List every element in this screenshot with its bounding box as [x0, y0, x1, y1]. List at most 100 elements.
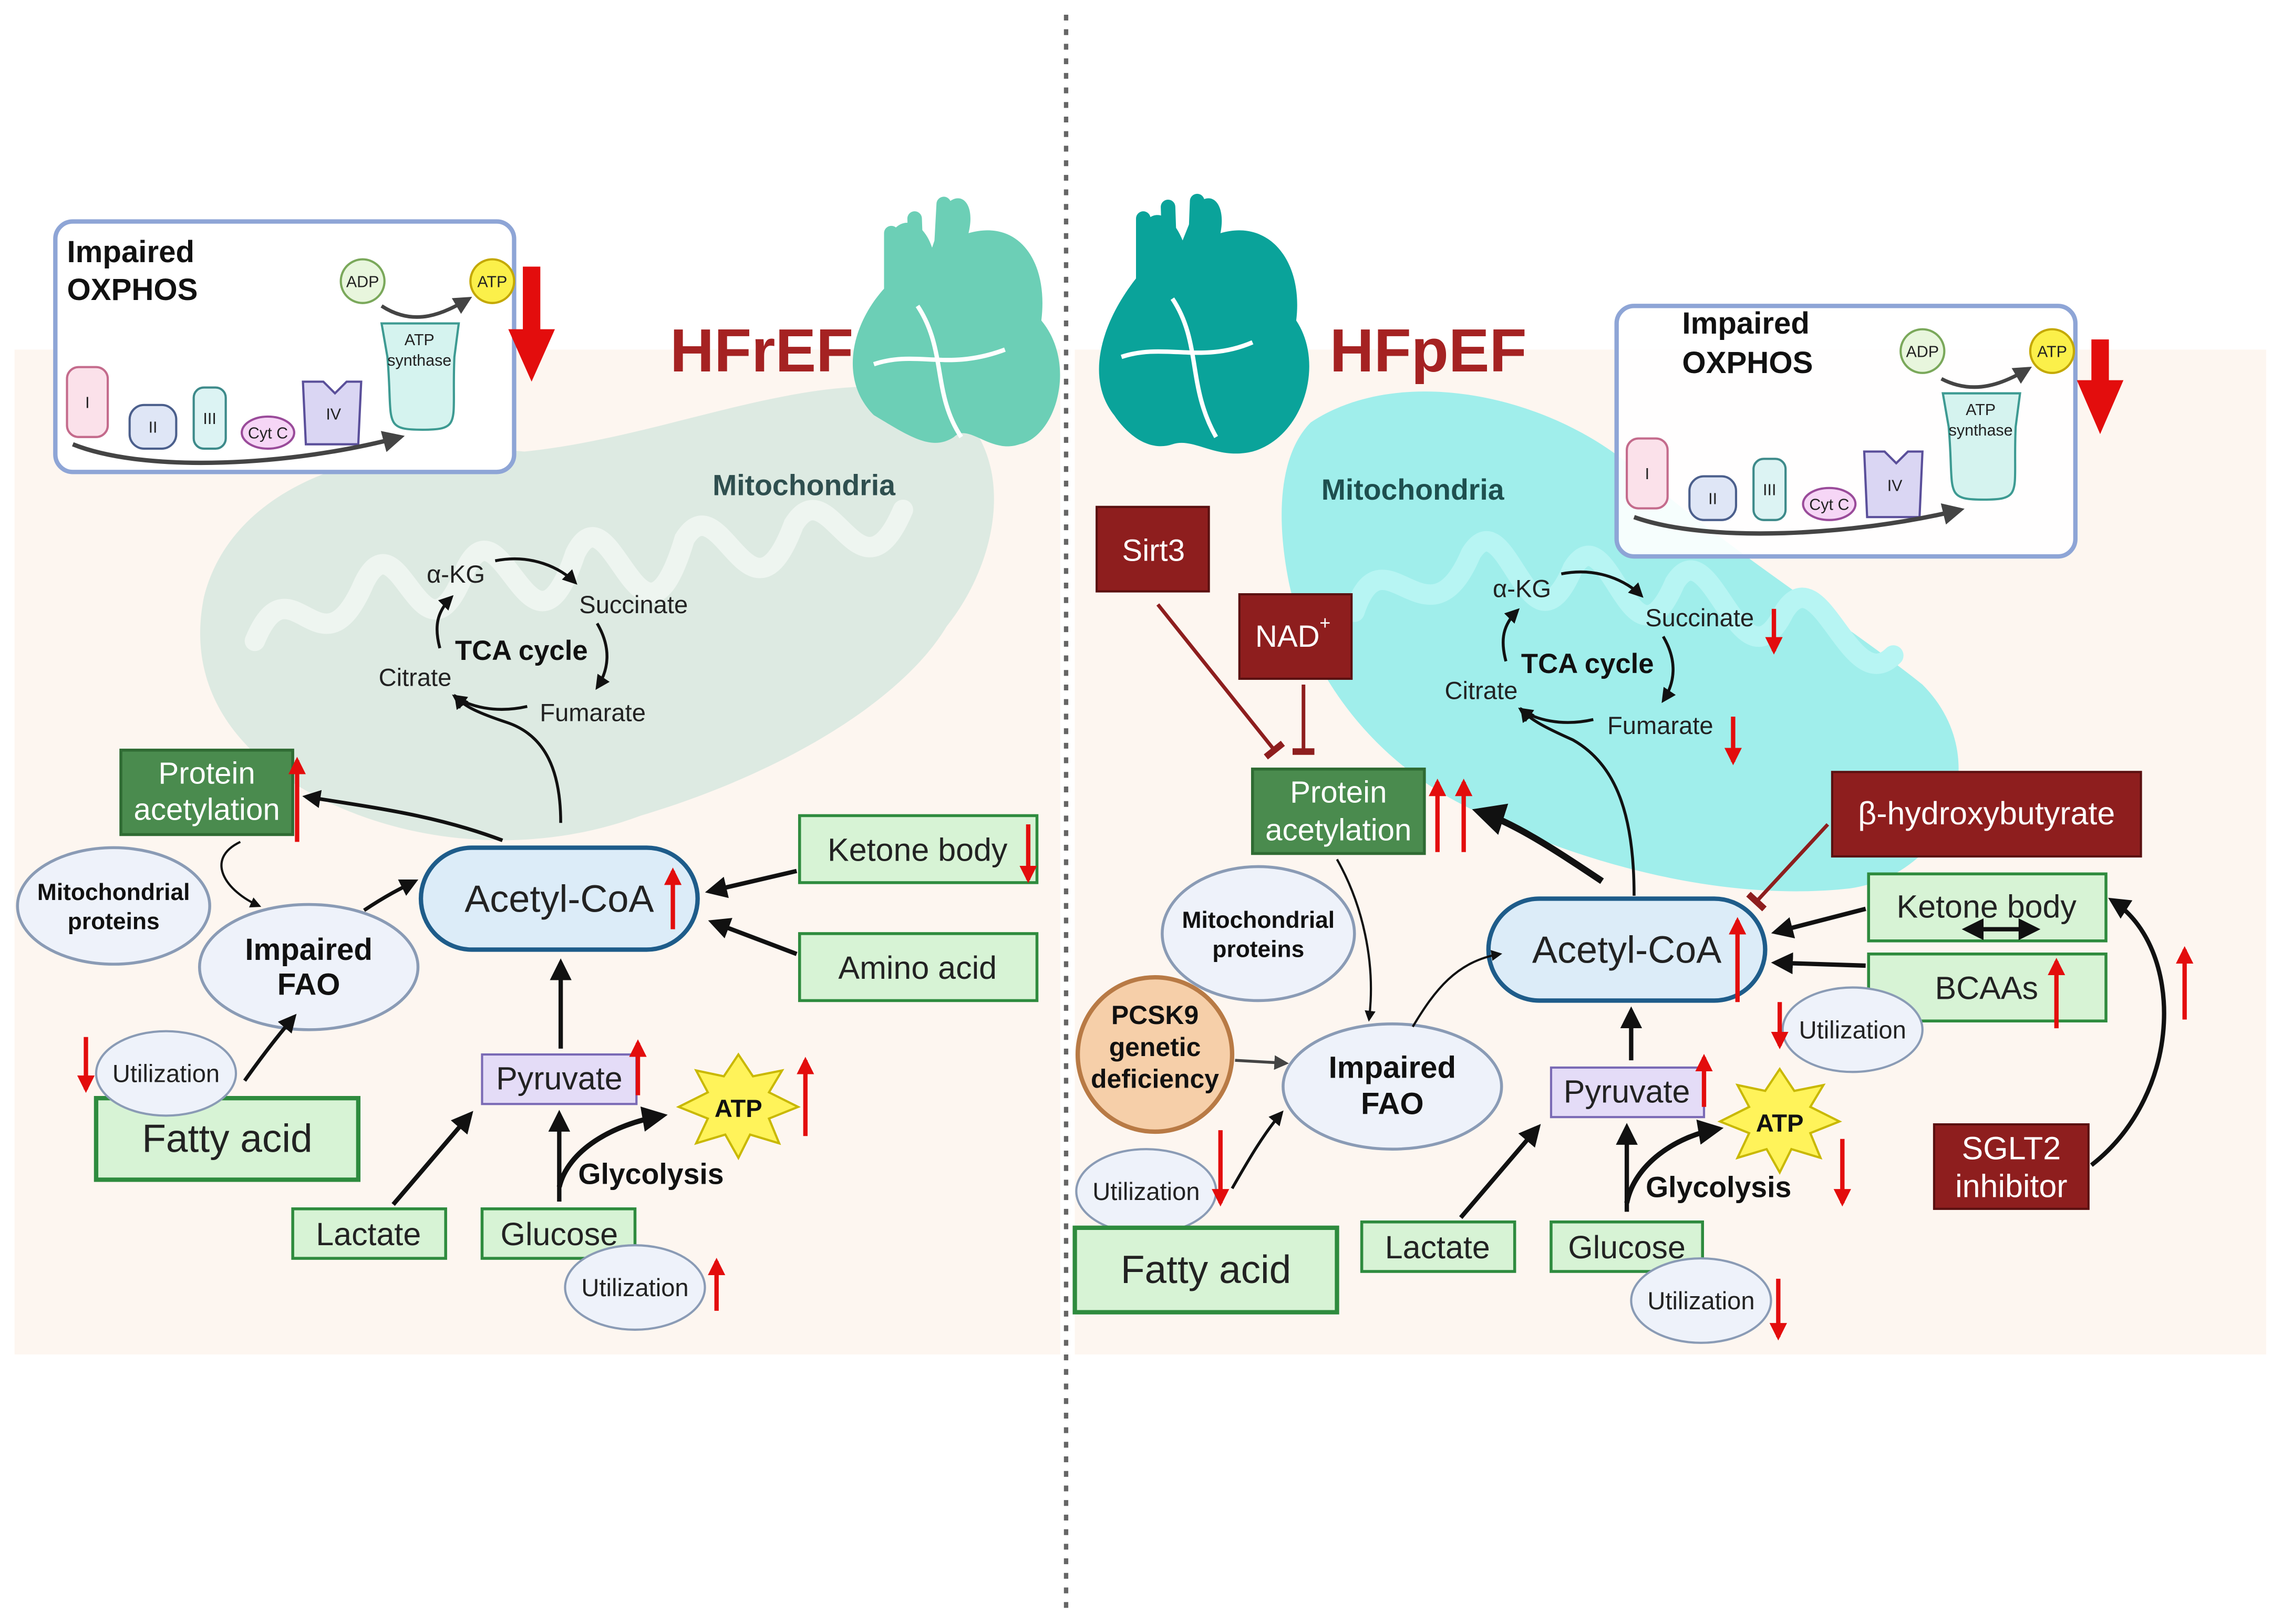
right-tca-akg: α-KG [1493, 575, 1551, 603]
left-acetyl-to-protein-arrow [302, 790, 503, 842]
right-bhb-inhibit-line [1746, 823, 1830, 912]
right-title: HFpEF [1330, 316, 1527, 385]
right-pyruvate-label: Pyruvate [1564, 1073, 1690, 1109]
right-mito-proteins-label1: Mitochondrial [1182, 907, 1335, 933]
right-complex-i [1626, 437, 1669, 510]
right-tca-citrate: Citrate [1445, 677, 1518, 705]
right-protein-acetylation-label1: Protein [1290, 775, 1387, 809]
left-glycolysis-label: Glycolysis [578, 1158, 724, 1191]
right-tca-cycle-label: TCA cycle [1521, 648, 1654, 679]
left-lactate-to-pyruvate-arrow [391, 1111, 473, 1206]
right-complex-iv [1863, 450, 1924, 519]
left-tca-succinate: Succinate [579, 591, 688, 618]
right-sglt2-to-ketone-arrow [2090, 897, 2166, 1167]
left-complex-ii-label: II [149, 418, 158, 436]
left-adp-circle [339, 258, 386, 304]
left-complex-iii-label: III [203, 410, 216, 428]
right-lactate-box [1360, 1220, 1516, 1273]
right-pcsk9-label1: PCSK9 [1111, 1000, 1199, 1030]
right-protein-acetylation-box [1251, 767, 1426, 855]
left-mito-proteins-label1: Mitochondrial [37, 880, 190, 905]
left-title: HFrEF [670, 316, 853, 385]
right-protein-to-fao-arrow [1336, 858, 1376, 1022]
left-oxphos-down-arrow [508, 266, 555, 382]
right-impaired-fao-oval [1282, 1022, 1503, 1151]
right-utilization-glu-oval [1630, 1257, 1772, 1344]
right-acetyl-coa-label: Acetyl-CoA [1532, 929, 1721, 971]
left-acetyl-coa-label: Acetyl-CoA [464, 878, 654, 920]
left-fa-to-fao-arrow [243, 1013, 297, 1082]
right-atp-synthase-shape [1941, 392, 2021, 501]
right-atp-synthase2: synthase [1949, 421, 2013, 439]
left-tca-cycle-label: TCA cycle [455, 635, 588, 666]
right-ketone-to-acetyl-arrow [1771, 906, 1866, 938]
left-lactate-label: Lactate [316, 1216, 421, 1252]
right-pcsk9-circle [1075, 975, 1235, 1134]
right-oxphos-box: Impaired OXPHOS ADP ATP ATP synthase I I… [1614, 304, 2078, 559]
left-utilization-glu-label: Utilization [581, 1274, 688, 1301]
left-atp-synthase1: ATP [405, 331, 435, 349]
right-tca-fumarate: Fumarate [1607, 711, 1713, 739]
right-nad-sup: + [1319, 612, 1330, 634]
left-tca-arrows [436, 557, 610, 823]
right-sglt2-box [1933, 1123, 2090, 1210]
right-utilization-bcaa-oval [1781, 986, 1924, 1073]
left-complex-ii [128, 404, 178, 450]
right-fatty-acid-box [1072, 1225, 1339, 1315]
right-cytc [1802, 487, 1857, 521]
left-complex-iv [302, 380, 363, 446]
right-atp-synthase1: ATP [1966, 401, 1996, 419]
right-mito-label: Mitochondria [1321, 473, 1505, 506]
left-ketone-body-box [798, 814, 1039, 884]
right-atp-label: ATP [2037, 343, 2067, 360]
left-atp-star [676, 1052, 801, 1161]
left-amino-to-acetyl-arrow [708, 918, 798, 956]
left-fatty-acid-label: Fatty acid [142, 1116, 312, 1161]
right-adp-circle [1899, 328, 1946, 374]
right-ketone-body-label: Ketone body [1897, 888, 2077, 924]
left-pyruvate-label: Pyruvate [496, 1061, 623, 1097]
left-protein-acetylation-label2: acetylation [134, 793, 280, 827]
right-complex-i-label: I [1645, 465, 1649, 483]
left-glycolysis-atp-arrow [556, 1106, 668, 1188]
right-mito-proteins-oval [1161, 865, 1356, 1002]
left-atp-synthase-shape [380, 322, 460, 431]
left-impaired-fao-label2: FAO [277, 967, 340, 1001]
right-sirt3-box [1096, 505, 1210, 593]
right-sirt3-inhibit-line [1156, 603, 1285, 760]
left-mito-proteins-label2: proteins [68, 909, 160, 935]
right-sglt2-label1: SGLT2 [1962, 1131, 2061, 1166]
right-adp-label: ADP [1906, 343, 1939, 360]
right-utilization-bcaa-label: Utilization [1799, 1016, 1906, 1044]
left-ketone-to-acetyl-arrow [705, 868, 798, 898]
left-protein-acetylation-box [119, 748, 294, 836]
left-utilization-fa-oval [95, 1030, 237, 1117]
left-protein-to-fao-arrow [220, 841, 262, 908]
left-amino-acid-label: Amino acid [838, 950, 997, 986]
right-sglt2-label2: inhibitor [1955, 1168, 2068, 1204]
right-complex-iv-label: IV [1887, 477, 1903, 494]
left-mito-proteins-oval [16, 846, 211, 966]
left-mitochondrion [200, 386, 994, 841]
left-complex-i [66, 366, 109, 438]
left-mito-label: Mitochondria [712, 469, 896, 502]
right-oxphos-title2: OXPHOS [1682, 346, 1813, 380]
right-glycolysis-label: Glycolysis [1646, 1171, 1791, 1204]
right-glucose-label: Glucose [1568, 1229, 1686, 1265]
left-impaired-fao-label1: Impaired [245, 933, 373, 967]
right-fa-to-fao-arrow [1231, 1110, 1284, 1189]
right-acetyl-to-protein-arrow [1472, 803, 1604, 884]
right-heart-icon [1099, 193, 1309, 454]
left-tca-akg: α-KG [427, 560, 485, 588]
right-bcaas-to-acetyl-arrow [1771, 952, 1866, 975]
left-oxphos-title2: OXPHOS [67, 273, 198, 307]
left-tca-citrate: Citrate [379, 664, 452, 691]
right-acetyl-coa-node [1486, 896, 1768, 1003]
left-pyruvate-box [481, 1053, 638, 1105]
right-glycolysis-atp-arrow [1624, 1119, 1724, 1204]
right-bhb-label: β-hydroxybutyrate [1858, 795, 2115, 831]
right-complex-ii [1688, 475, 1738, 521]
left-acetyl-coa-node [418, 845, 700, 952]
right-tca-arrows [1502, 570, 1676, 896]
left-utilization-fa-label: Utilization [112, 1060, 220, 1088]
